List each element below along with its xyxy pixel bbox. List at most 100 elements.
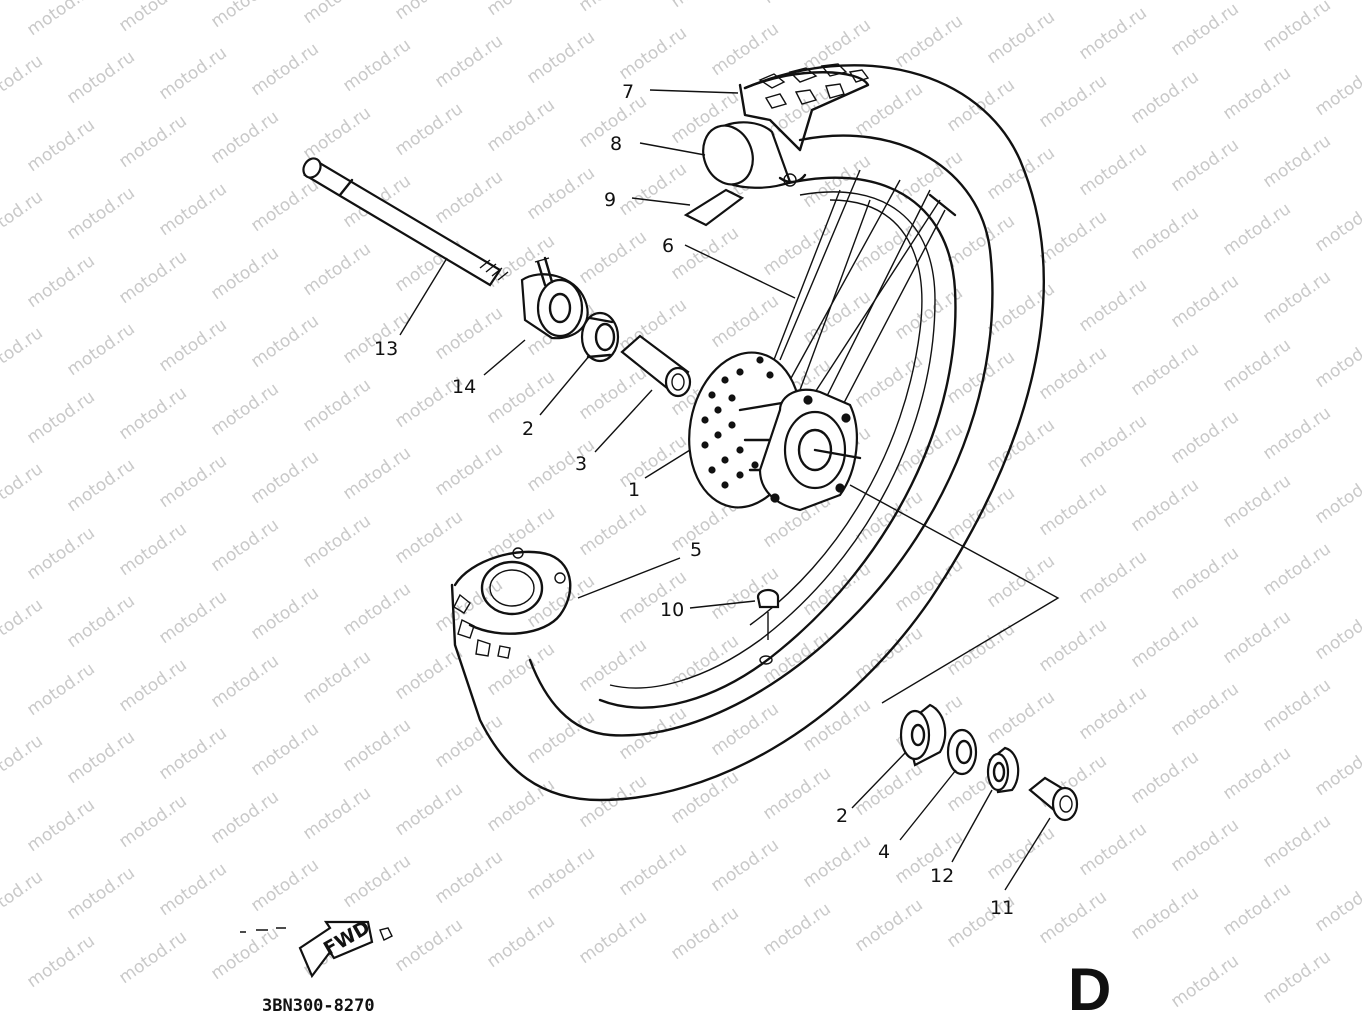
watermark-text: motod.ru bbox=[115, 383, 190, 444]
watermark-text: motod.ru bbox=[615, 23, 690, 84]
ring bbox=[988, 748, 1018, 792]
watermark-text: motod.ru bbox=[0, 323, 47, 384]
watermark-text: motod.ru bbox=[155, 43, 230, 104]
watermark-text: motod.ru bbox=[1127, 747, 1202, 808]
bearing-left bbox=[582, 313, 618, 361]
watermark-text: motod.ru bbox=[1167, 271, 1242, 332]
callout-11: 11 bbox=[990, 897, 1014, 919]
watermark-text: motod.ru bbox=[1259, 947, 1334, 1008]
watermark-text: motod.ru bbox=[1219, 743, 1294, 804]
watermark-text: motod.ru bbox=[299, 103, 374, 164]
watermark-text: motod.ru bbox=[1035, 71, 1110, 132]
watermark-text: motod.ru bbox=[1035, 887, 1110, 948]
watermark-text: motod.ru bbox=[207, 107, 282, 168]
watermark-text: motod.ru bbox=[523, 571, 598, 632]
watermark-text: motod.ru bbox=[0, 595, 47, 656]
watermark-text: motod.ru bbox=[23, 0, 98, 40]
watermark-text: motod.ru bbox=[1035, 343, 1110, 404]
watermark-text: motod.ru bbox=[1167, 951, 1242, 1012]
bearing-right bbox=[901, 705, 945, 765]
watermark-text: motod.ru bbox=[1035, 479, 1110, 540]
watermark-text: motod.ru bbox=[155, 315, 230, 376]
watermark-text: motod.ru bbox=[851, 895, 926, 956]
watermark-text: motod.ru bbox=[155, 451, 230, 512]
watermark-text: motod.ru bbox=[1311, 195, 1362, 256]
watermark-text: motod.ru bbox=[483, 911, 558, 972]
watermark-text: motod.ru bbox=[983, 551, 1058, 612]
watermark-text: motod.ru bbox=[1167, 135, 1242, 196]
watermark-text: motod.ru bbox=[575, 227, 650, 288]
watermark-text: motod.ru bbox=[483, 775, 558, 836]
watermark-text: motod.ru bbox=[1127, 339, 1202, 400]
watermark-text: motod.ru bbox=[1127, 203, 1202, 264]
watermark-text: motod.ru bbox=[575, 635, 650, 696]
watermark-text: motod.ru bbox=[63, 591, 138, 652]
watermark-text: motod.ru bbox=[1259, 675, 1334, 736]
watermark-text: motod.ru bbox=[1311, 739, 1362, 800]
watermark-text: motod.ru bbox=[115, 655, 190, 716]
watermark-text: motod.ru bbox=[615, 159, 690, 220]
watermark-text: motod.ru bbox=[1075, 411, 1150, 472]
watermark-text: motod.ru bbox=[1167, 0, 1242, 60]
watermark-text: motod.ru bbox=[575, 499, 650, 560]
watermark-text: motod.ru bbox=[339, 579, 414, 640]
callout-4: 4 bbox=[878, 841, 890, 863]
watermark-text: motod.ru bbox=[431, 303, 506, 364]
watermark-text: motod.ru bbox=[1127, 883, 1202, 944]
watermark-text: motod.ru bbox=[523, 27, 598, 88]
watermark-text: motod.ru bbox=[23, 659, 98, 720]
watermark-text: motod.ru bbox=[1075, 139, 1150, 200]
watermark-text: motod.ru bbox=[759, 219, 834, 280]
watermark-text: motod.ru bbox=[115, 0, 190, 36]
watermark-text: motod.ru bbox=[299, 647, 374, 708]
watermark-text: motod.ru bbox=[23, 931, 98, 992]
callout-10: 10 bbox=[660, 599, 684, 621]
watermark-text: motod.ru bbox=[431, 847, 506, 908]
watermark-text: motod.ru bbox=[0, 731, 47, 792]
watermark-text: motod.ru bbox=[667, 903, 742, 964]
watermark-text: motod.ru bbox=[339, 443, 414, 504]
watermark-text: motod.ru bbox=[483, 95, 558, 156]
watermark-text: motod.ru bbox=[575, 363, 650, 424]
watermark-text: motod.ru bbox=[575, 0, 650, 16]
watermark-text: motod.ru bbox=[155, 723, 230, 784]
watermark-text: motod.ru bbox=[759, 899, 834, 960]
watermark-text: motod.ru bbox=[299, 0, 374, 28]
watermark-text: motod.ru bbox=[207, 651, 282, 712]
watermark-text: motod.ru bbox=[247, 447, 322, 508]
watermark-text: motod.ru bbox=[707, 19, 782, 80]
watermark-text: motod.ru bbox=[1219, 607, 1294, 668]
watermark-text: motod.ru bbox=[891, 555, 966, 616]
watermark-text: motod.ru bbox=[983, 415, 1058, 476]
watermark-text: motod.ru bbox=[1259, 267, 1334, 328]
callout-1: 1 bbox=[628, 479, 640, 501]
watermark-text: motod.ru bbox=[523, 707, 598, 768]
callout-7: 7 bbox=[622, 81, 634, 103]
watermark-text: motod.ru bbox=[523, 435, 598, 496]
callout-3: 3 bbox=[575, 453, 587, 475]
callout-14: 14 bbox=[452, 376, 476, 398]
watermark-text: motod.ru bbox=[523, 163, 598, 224]
watermark-text: motod.ru bbox=[299, 511, 374, 572]
watermark-text: motod.ru bbox=[115, 519, 190, 580]
watermark-text: motod.ru bbox=[1127, 611, 1202, 672]
watermark-text: motod.ru bbox=[23, 251, 98, 312]
watermark-text: motod.ru bbox=[851, 0, 926, 4]
watermark-text: motod.ru bbox=[799, 559, 874, 620]
watermark-text: motod.ru bbox=[1219, 471, 1294, 532]
watermark-text: motod.ru bbox=[1075, 275, 1150, 336]
callout-2-left: 2 bbox=[522, 418, 534, 440]
watermark-text: motod.ru bbox=[339, 715, 414, 776]
watermark-text: motod.ru bbox=[983, 143, 1058, 204]
callout-5: 5 bbox=[690, 539, 702, 561]
watermark-text: motod.ru bbox=[1259, 811, 1334, 872]
watermark-text: motod.ru bbox=[983, 279, 1058, 340]
watermark-text: motod.ru bbox=[431, 167, 506, 228]
watermark-text: motod.ru bbox=[759, 0, 834, 8]
watermark-text: motod.ru bbox=[299, 783, 374, 844]
watermark-text: motod.ru bbox=[207, 243, 282, 304]
watermark-text: motod.ru bbox=[115, 247, 190, 308]
watermark-text: motod.ru bbox=[707, 291, 782, 352]
callout-2-right: 2 bbox=[836, 805, 848, 827]
